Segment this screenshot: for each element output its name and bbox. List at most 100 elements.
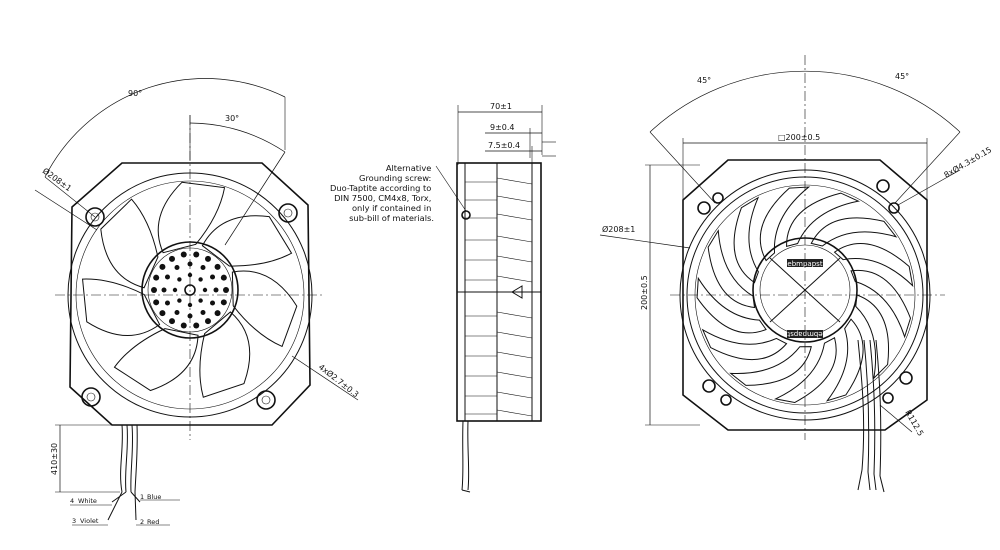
side-fin bbox=[496, 275, 533, 283]
hub-hole bbox=[200, 310, 206, 316]
hub-hole bbox=[180, 322, 187, 329]
right-wire-bundle bbox=[857, 339, 885, 493]
right-hub-label: ebmpapst bbox=[787, 260, 822, 268]
left-blade bbox=[100, 198, 159, 289]
side-cable bbox=[461, 420, 464, 491]
left-angle-30-arc bbox=[189, 122, 286, 153]
hub-hole bbox=[200, 264, 206, 270]
side-fin bbox=[496, 409, 533, 417]
side-fin bbox=[496, 331, 533, 339]
hub-hole bbox=[213, 287, 219, 293]
hub-hole bbox=[169, 255, 175, 262]
left-hub-holes bbox=[151, 251, 229, 329]
hub-hole bbox=[159, 263, 166, 270]
hub-hole bbox=[153, 299, 160, 306]
side-fin bbox=[496, 177, 533, 185]
left-hole-callout: 4xØ2.7±0.3 bbox=[317, 362, 361, 400]
hub-hole bbox=[198, 298, 203, 303]
hub-hole bbox=[205, 255, 211, 262]
left-blade bbox=[157, 181, 226, 254]
hub-hole bbox=[159, 310, 166, 317]
hub-hole bbox=[214, 263, 221, 270]
left-blade bbox=[201, 215, 293, 267]
side-fin bbox=[496, 213, 533, 221]
right-blade bbox=[773, 337, 837, 404]
wire-4-num: 4 bbox=[70, 497, 74, 505]
right-blade bbox=[833, 243, 914, 288]
hub-hole bbox=[202, 287, 208, 293]
side-view: 70±1 9±0.4 7.5±0.4 Alternative Grounding… bbox=[330, 102, 556, 493]
right-hole-callout: 8xØ4.3±0.15 bbox=[942, 144, 993, 179]
right-blade bbox=[729, 346, 812, 386]
side-arrow bbox=[511, 285, 523, 299]
side-fin bbox=[496, 255, 533, 263]
wire-1-num: 1 bbox=[140, 493, 144, 501]
hub-hole bbox=[172, 287, 178, 293]
side-fin bbox=[496, 371, 533, 379]
grounding-note: Alternative Grounding screw: Duo-Taptite… bbox=[330, 163, 434, 223]
hub-hole bbox=[180, 251, 187, 258]
hub-hole bbox=[198, 277, 203, 282]
side-fin bbox=[496, 351, 533, 359]
hub-hole bbox=[169, 318, 175, 325]
left-mounting-holes bbox=[81, 203, 298, 410]
hub-hole bbox=[153, 274, 160, 281]
wire-1-color: Blue bbox=[147, 493, 161, 501]
right-mounting-holes bbox=[697, 179, 913, 406]
right-diameter-label: Ø208±1 bbox=[602, 224, 635, 234]
wire-4-color: White bbox=[78, 497, 97, 505]
left-diameter-label: Ø208±1 bbox=[41, 166, 74, 194]
right-height-label: 200±0.5 bbox=[640, 275, 649, 310]
hub-hole bbox=[164, 274, 170, 280]
right-blade bbox=[810, 217, 898, 247]
side-fin bbox=[496, 311, 533, 319]
hub-hole bbox=[174, 264, 180, 270]
hub-hole bbox=[177, 277, 182, 282]
hub-hole bbox=[214, 310, 221, 317]
hub-hole bbox=[187, 272, 193, 278]
hub-hole bbox=[161, 287, 167, 293]
right-blade bbox=[786, 192, 861, 248]
hub-hole bbox=[220, 274, 227, 281]
hub-hole bbox=[164, 300, 170, 306]
left-angle-30-label: 30° bbox=[225, 114, 239, 123]
side-dim-7-5: 7.5±0.4 bbox=[488, 141, 520, 150]
right-fan-blades bbox=[696, 186, 914, 404]
hub-hole bbox=[210, 300, 216, 306]
left-blade bbox=[113, 328, 199, 392]
hub-hole bbox=[193, 322, 200, 329]
wire-2-num: 2 bbox=[140, 518, 144, 526]
right-radius-label: R112.5 bbox=[903, 409, 925, 438]
hub-hole bbox=[174, 310, 180, 316]
right-angle-left: 45° bbox=[697, 76, 711, 85]
left-blade bbox=[82, 278, 161, 337]
right-blade bbox=[850, 269, 912, 339]
right-angle-right: 45° bbox=[895, 72, 909, 81]
hub-hole bbox=[223, 287, 229, 293]
right-square-dim: □200±0.5 bbox=[778, 133, 820, 142]
right-blade bbox=[759, 186, 811, 262]
side-fin bbox=[496, 235, 533, 243]
left-angle-90-label: 90° bbox=[128, 89, 142, 98]
left-lead-length: 410±30 bbox=[50, 443, 59, 475]
hub-hole bbox=[151, 287, 157, 293]
side-fins bbox=[465, 177, 533, 417]
left-blade bbox=[231, 270, 298, 348]
left-wire-bundle bbox=[107, 424, 141, 521]
wire-2-color: Red bbox=[147, 518, 159, 526]
right-blade bbox=[701, 328, 788, 361]
hub-hole bbox=[205, 318, 211, 325]
wire-3-color: Violet bbox=[80, 517, 99, 525]
hub-hole bbox=[177, 298, 182, 303]
right-blade bbox=[696, 276, 767, 334]
hub-hole bbox=[220, 299, 227, 306]
right-blade bbox=[733, 196, 760, 284]
hub-hole bbox=[210, 274, 216, 280]
wire-3-num: 3 bbox=[72, 517, 76, 525]
left-fan-blades bbox=[82, 181, 298, 398]
right-angle-arc bbox=[649, 70, 961, 133]
right-blade bbox=[855, 294, 889, 380]
hub-hole bbox=[193, 251, 200, 258]
side-width-label: 70±1 bbox=[490, 102, 512, 111]
